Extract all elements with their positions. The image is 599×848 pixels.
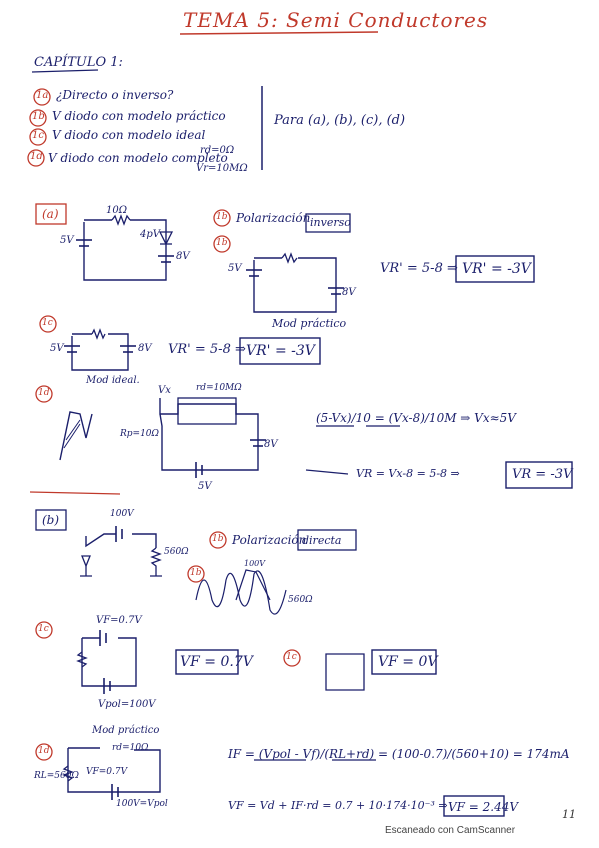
b-1b-num-2: 1b [190, 568, 202, 578]
q1b-circle [29, 109, 47, 127]
b-1c2-num: 1c [286, 652, 297, 662]
a-1d-rp: Rp=10Ω [120, 429, 159, 439]
a-polarization-label: Polarización [236, 211, 311, 225]
a-1d-result: VR = -3V [512, 467, 573, 482]
a-1c-equation: VR' = 5-8 ⇒ [168, 342, 246, 357]
a-1b-result: VR' = -3V [462, 261, 531, 277]
a-1c-source-right: 8V [138, 343, 152, 354]
b-1b-num: 1b [212, 534, 224, 544]
model-rd: rd=0Ω [200, 145, 235, 156]
b-polarization-label: Polarización [232, 533, 307, 547]
b-1d-model: Mod práctico [92, 725, 160, 736]
q1a-text: ¿Directo o inverso? [56, 88, 174, 102]
b-1b-rail: 100V [244, 559, 266, 568]
b-1c-result: VF = 0.7V [180, 654, 253, 670]
section-underline [31, 69, 99, 73]
a-left-source: 5V [60, 235, 74, 246]
b-1c-num: 1c [38, 624, 49, 634]
q1a-num: 1a [36, 90, 49, 101]
title-underline [179, 31, 379, 35]
a-1b-source-left: 5V [228, 263, 242, 274]
model-vr: Vr=10MΩ [196, 163, 248, 174]
b-1d-num: 1d [38, 746, 50, 756]
a-1c-result: VR' = -3V [246, 343, 315, 359]
circuit-a-diode [158, 231, 174, 246]
b-1b-resistor: 560Ω [288, 595, 313, 605]
circuit-a-resistor [111, 214, 131, 226]
a-right-source: 8V [176, 251, 190, 262]
a-1d-num: 1d [38, 388, 50, 398]
page-title: TEMA 5: Semi Conductores [183, 8, 489, 32]
q1b-text: V diodo con modelo práctico [52, 109, 226, 123]
q1d-text: V diodo con modelo completo [48, 151, 228, 165]
a-1d-source-5v: 5V [198, 481, 212, 492]
circuit-a-wire [83, 219, 167, 281]
b-source: 100V [110, 509, 134, 519]
q1c-text: V diodo con modelo ideal [52, 128, 206, 142]
a-resistor: 10Ω [106, 205, 128, 216]
a-1c-num: 1c [42, 318, 53, 328]
b-1c-vpol: Vpol=100V [98, 699, 156, 710]
a-diode: 4pV [140, 229, 160, 240]
b-polarization-answer: directa [302, 534, 342, 547]
a-1d-vx: Vx [158, 385, 171, 396]
page-number: 11 [562, 808, 576, 821]
section-b-label: (b) [42, 513, 60, 527]
b-1d-vpol: 100V=Vpol [116, 799, 168, 809]
b-1c2-result: VF = 0V [378, 654, 438, 670]
a-polarization-answer: inverso [310, 216, 351, 229]
a-1c-model: Mod ideal. [86, 375, 140, 386]
q1a-circle [33, 88, 51, 106]
b-1d-rl: RL=560Ω [34, 771, 79, 781]
b-1d-vd: VF=0.7V [86, 767, 128, 777]
section-a-box [35, 203, 67, 225]
scanner-footer: Escaneado con CamScanner [385, 825, 516, 836]
brace-note: Para (a), (b), (c), (d) [274, 113, 406, 128]
q1d-num: 1d [30, 151, 43, 162]
a-1b-source-right: 8V [342, 287, 356, 298]
b-1d-equation-2: VF = Vd + IF·rd = 0.7 + 10·174·10⁻³ ⇒ [228, 799, 448, 812]
a-1d-equation-2: VR = Vx-8 = 5-8 ⇒ [356, 467, 460, 480]
b-1d-rd: rd=10Ω [112, 743, 149, 753]
q1c-num: 1c [32, 130, 44, 141]
q1d-circle [27, 149, 45, 167]
q1c-circle [29, 128, 47, 146]
section-a-label: (a) [42, 207, 59, 221]
a-1d-equation-1: (5-Vx)/10 = (Vx-8)/10M ⇒ Vx≈5V [316, 411, 516, 425]
a-1b-equation: VR' = 5-8 ⇒ [380, 261, 458, 276]
q1b-num: 1b [32, 111, 45, 122]
a-1b-num-2: 1b [216, 238, 228, 248]
a-1b-num: 1b [216, 212, 228, 222]
a-1b-model: Mod práctico [272, 317, 347, 330]
a-1d-source-8v: 8V [264, 439, 278, 450]
a-1c-source-left: 5V [50, 343, 64, 354]
b-resistor: 560Ω [164, 547, 189, 557]
a-1d-rd: rd=10MΩ [196, 383, 242, 393]
section-header: CAPÍTULO 1: [34, 55, 123, 70]
b-1d-result: VF = 2.44V [448, 800, 519, 814]
b-1d-equation-1: IF = (Vpol - Vf)/(RL+rd) = (100-0.7)/(56… [228, 747, 570, 761]
b-1c-vf: VF=0.7V [96, 615, 142, 626]
